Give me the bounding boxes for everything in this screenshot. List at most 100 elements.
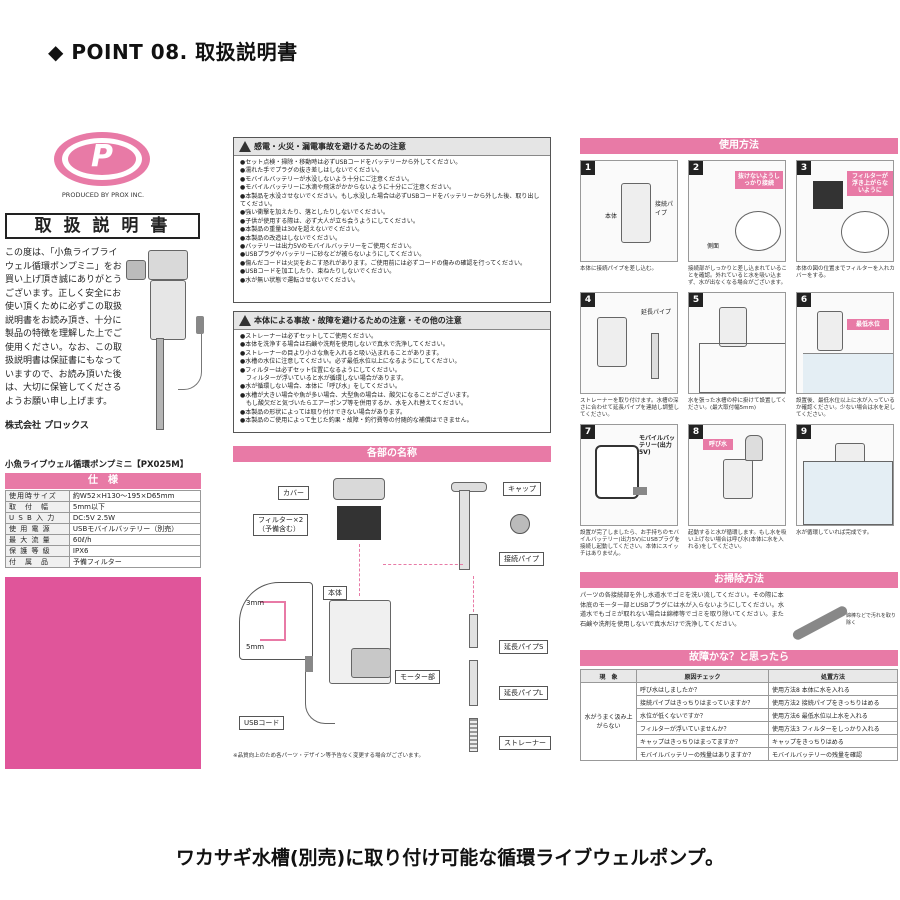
label-connect-pipe: 接続パイプ xyxy=(499,552,544,566)
list-item: ●傷んだコードは火災をおこす恐れがあります。ご使用前には必ずコードの傷みの確認を… xyxy=(240,259,527,267)
list-item: ●セット点検・掃除・移動時は必ずUSBコードをバッテリーから外してください。 xyxy=(240,159,462,166)
table-row: モバイルバッテリーの残量はありますか？モバイルバッテリーの残量を確認 xyxy=(581,747,898,761)
step-7: 7 モバイルバッテリー(出力5V) xyxy=(580,424,678,526)
company-name: 株式会社 プロックス xyxy=(5,421,89,431)
usb-cord xyxy=(305,664,335,724)
list-item: ●本製品の形状によっては取り付けできない場合があります。 xyxy=(240,408,407,416)
list-item: ●ストレーナーは必ずセットしてご使用ください。 xyxy=(240,333,378,340)
list-item: ●水が循環しない場合、本体に「呼び水」をしてください。 xyxy=(240,383,401,391)
list-item: ●USBコードを加工したり、束ねたりしないでください。 xyxy=(240,268,396,276)
step-2: 2 抜けないようしっかり接続 側面 xyxy=(688,160,786,262)
parts-note: ※品質向上のため各パーツ・デザイン等予告なく変更する場合がございます。 xyxy=(233,753,424,759)
list-item: ●モバイルバッテリーに水滴や飛沫がかからないように十分にご注意ください。 xyxy=(240,184,455,192)
manual-intro: この度は、「小魚ライブライウェル循環ポンプミニ」をお買い上げ頂き誠にありがとうご… xyxy=(5,248,123,407)
page-heading: ◆ POINT 08. 取扱説明書 xyxy=(48,40,298,64)
logo-letter: P xyxy=(91,139,113,174)
list-item: フィルターが浮いていると水が循環しない場合があります。 xyxy=(240,375,408,383)
ext-pipe-s xyxy=(469,614,478,648)
list-item: ●本体を洗浄する場合は石鹸や洗剤を使用しないで真水で洗浄してください。 xyxy=(240,341,449,349)
label-strainer: ストレーナー xyxy=(499,736,551,750)
logo: P xyxy=(52,130,152,188)
ext-pipe-l xyxy=(469,660,478,706)
table-header-row: 現 象 原因チェック 処置方法 xyxy=(580,669,898,683)
warning-icon xyxy=(239,141,251,152)
list-item: ●バッテリーは出力5Vのモバイルバッテリーをご使用ください。 xyxy=(240,243,416,251)
step-caption: 水を張った水槽の枠に掛けて設置してください。(最大取付幅5mm) xyxy=(688,398,787,411)
label-ext-l: 延長パイプL xyxy=(499,686,548,700)
parts-diagram: カバー フィルター×2（予備含む） 接続パイプ キャップ 本体 モーター部 3m… xyxy=(233,464,551,764)
table-row: 付 属 品予備フィルター xyxy=(5,556,202,568)
list-item: ●水槽が大きい場合や魚が多い場合、大型魚の場合は、酸欠になることがございます。 xyxy=(240,391,473,399)
label-body: 本体 xyxy=(323,586,347,600)
step-6: 6 最低水位 xyxy=(796,292,894,394)
list-item: ●水槽の水位に注意してください。必ず最低水位以上になるようにしてください。 xyxy=(240,358,461,366)
step-caption: 設置後、最低水位以上に水が入っているか確認ください。少ない場合は水を足してくださ… xyxy=(796,398,896,418)
cleaning-header: お掃除方法 xyxy=(580,572,898,588)
cleaning-text: パーツの各接続部を外し水道水でゴミを洗い流してください。その際に本体底のモーター… xyxy=(580,592,785,628)
list-item: ●本製品の重量は30ℓを超えないでください。 xyxy=(240,226,364,234)
label-ext-s: 延長パイプS xyxy=(499,640,549,654)
list-item: ●水が無い状態で運転させないでください。 xyxy=(240,276,360,284)
list-item: ●本製品のご使用によって生じた釣果・故障・釣行費等の付随的な補償はできません。 xyxy=(240,417,473,425)
step-3: 3 フィルターが浮き上がらないように xyxy=(796,160,894,262)
label-filter: フィルター×2（予備含む） xyxy=(253,514,309,536)
step-8: 8 呼び水 xyxy=(688,424,786,526)
step-caption: 起動すると水が循環します。もし水を吸い上げない場合は呼び水(本体に水を入れる)を… xyxy=(688,530,787,550)
label-cover: カバー xyxy=(278,486,309,500)
warning-title: 感電・火災・漏電事故を避けるための注意 xyxy=(254,142,406,151)
spec-header: 仕 様 xyxy=(5,473,201,489)
label-cap: キャップ xyxy=(503,482,541,496)
usage-header: 使用方法 xyxy=(580,138,898,154)
troubleshoot-table: 現 象 原因チェック 処置方法 水がうまく汲み上がらない 呼び水はしましたか？ … xyxy=(580,669,898,761)
list-item: ●本製品の改造はしないでください。 xyxy=(240,234,342,242)
usage-steps: 1 本体 接続パイプ 本体に接続パイプを差し込む。 2 抜けないようしっかり接続… xyxy=(580,160,898,580)
list-item: ●モバイルバッテリーが水没しないよう十分にご注意ください。 xyxy=(240,175,413,183)
list-item: ●強い衝撃を加えたり、落としたりしないでください。 xyxy=(240,209,389,217)
label-motor: モーター部 xyxy=(395,670,440,684)
step-5: 5 xyxy=(688,292,786,394)
step-caption: 本体の図の位置までフィルターを入れカバーをする。 xyxy=(796,266,895,279)
list-item: ●USBプラグやバッテリーに砂などが被らないようにしてください。 xyxy=(240,251,426,259)
label-usb: USBコード xyxy=(239,716,285,730)
list-item: もし酸欠だと気づいたらエアーポンプ等を併用するか、水を入れ替えてください。 xyxy=(240,400,467,408)
list-item: ●ストレーナーの目より小さな魚を入れると吸い込まれることがあります。 xyxy=(240,349,443,357)
step-caption: 水が循環していれば完成です。 xyxy=(796,530,873,536)
list-item: ●本製品を水没させないでください。もし水没した場合は必ずUSBコードをバッテリー… xyxy=(240,192,540,209)
warning-title: 本体による事故・故障を避けるための注意・その他の注意 xyxy=(254,316,462,325)
dimension-inset: 3mm 5mm xyxy=(239,582,313,660)
phenomenon-cell: 水がうまく汲み上がらない xyxy=(580,682,637,761)
step-caption: 本体に接続パイプを差し込む。 xyxy=(580,266,658,272)
cap-part xyxy=(510,514,530,534)
cotton-swab-icon xyxy=(791,604,849,642)
footer-tagline: ワカサギ水槽(別売)に取り付け可能な循環ライブウェルポンプ。 xyxy=(175,847,725,869)
filter-part xyxy=(337,506,381,540)
table-row: 水がうまく汲み上がらない 呼び水はしましたか？ 使用方法8 本体に水を入れる xyxy=(580,682,898,761)
product-name: 小魚ライブウェル循環ポンプミニ【PX025M】 xyxy=(5,460,189,470)
cleaning-tool-caption: 綿棒などで汚れを取り除く xyxy=(846,613,896,626)
warranty-block xyxy=(5,577,201,769)
logo-caption: PRODUCED BY PROX INC. xyxy=(61,191,145,199)
troubleshoot-header: 故障かな？と思ったら xyxy=(580,650,898,666)
warning-box-failure: 本体による事故・故障を避けるための注意・その他の注意 ●ストレーナーは必ずセット… xyxy=(233,311,551,433)
table-row: 使用時サイズ約W52×H130～195×D65mm xyxy=(5,490,202,502)
list-item: ●濡れた手でプラグの抜き差しはしないでください。 xyxy=(240,167,384,175)
step-caption: 接続部がしっかりと差し込まれていることを確認。外れていると水を吸い込まず、水が出… xyxy=(688,266,787,286)
step-4: 4 延長パイプ xyxy=(580,292,678,394)
dim-5mm: 5mm xyxy=(246,643,265,651)
step-1: 1 本体 接続パイプ xyxy=(580,160,678,262)
list-item: ●フィルターは必ずセット位置になるようにしてください。 xyxy=(240,366,401,374)
warning-list: ●セット点検・掃除・移動時は必ずUSBコードをバッテリーから外してください。 ●… xyxy=(234,156,550,288)
warning-list: ●ストレーナーは必ずセットしてご使用ください。 ●本体を洗浄する場合は石鹸や洗剤… xyxy=(234,330,550,428)
manual-title: 取 扱 説 明 書 xyxy=(5,213,200,239)
dim-3mm: 3mm xyxy=(246,599,265,607)
parts-header: 各部の名称 xyxy=(233,446,551,462)
warning-icon xyxy=(239,315,251,326)
warning-box-electric: 感電・火災・漏電事故を避けるための注意 ●セット点検・掃除・移動時は必ずUSBコ… xyxy=(233,137,551,303)
step-caption: 設置が完了しましたら、お手持ちのモバイルバッテリー(出力5V)にUSBプラグを接… xyxy=(580,530,680,557)
prox-logo-icon xyxy=(54,132,150,186)
